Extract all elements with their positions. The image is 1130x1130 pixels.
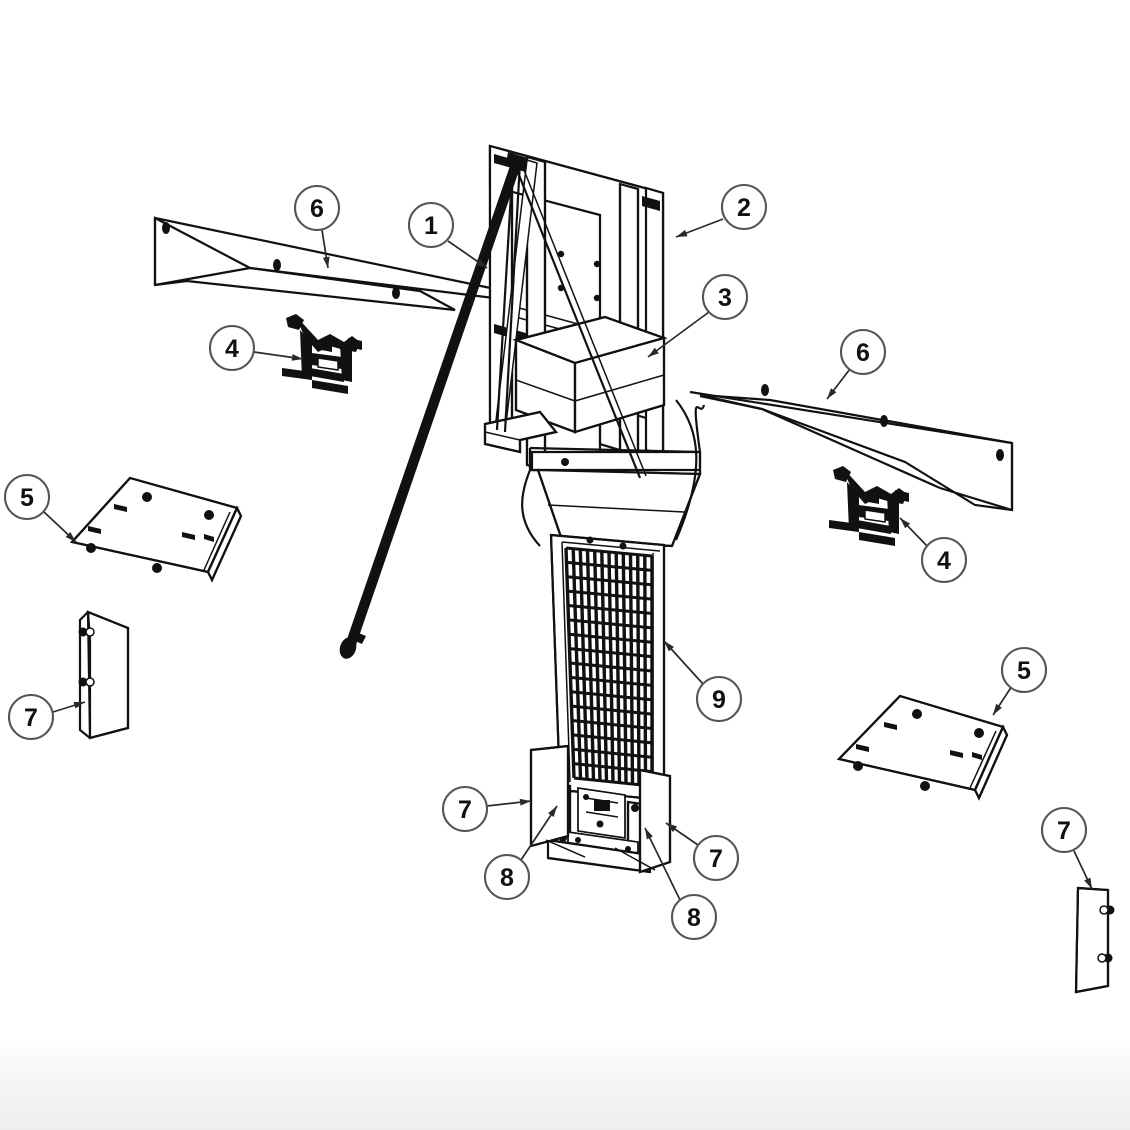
grille-horizontal-bar [565,546,653,558]
callout-number: 1 [424,212,438,240]
callout-bubble[interactable] [208,324,256,372]
callout-number: 7 [1057,817,1071,845]
callout-bubble[interactable] [7,693,55,741]
callout-number: 7 [709,845,723,873]
callout-arrowhead [676,229,688,237]
callout-number: 7 [458,796,472,824]
callout-arrowhead [648,347,659,357]
callout-bubble[interactable] [839,328,887,376]
callout-bubble[interactable] [407,201,455,249]
part-shield-lower-left [529,744,586,858]
callout-7-shield-lower-left[interactable]: 7 [441,785,532,833]
callout-number: 2 [737,194,751,222]
part-base-platform [483,399,706,548]
part-mounting-plate-right [836,694,1009,801]
grille-horizontal-bar [571,719,653,730]
callout-6-side-rail-right[interactable]: 6 [826,328,887,400]
callout-4-clamp-bracket-left[interactable]: 4 [208,324,304,372]
callout-6-side-rail-left[interactable]: 6 [293,184,341,269]
callout-arrowhead [666,823,677,832]
callout-2-rear-frame-panel[interactable]: 2 [675,183,768,238]
callout-bubble[interactable] [701,273,749,321]
callout-arrowhead [993,703,1002,715]
callout-bubble[interactable] [720,183,768,231]
callout-arrowhead [73,702,85,709]
grille-horizontal-bar [567,604,653,615]
callout-arrowhead [664,641,674,652]
callout-arrowhead [548,806,557,817]
callout-number: 6 [310,195,324,223]
callout-number: 7 [24,704,38,732]
callout-leader-line [644,827,681,901]
callout-arrowhead [322,256,330,268]
callout-8-fastener-left[interactable]: 8 [483,805,558,901]
grille-horizontal-bar [569,647,653,659]
callout-bubble[interactable] [920,536,968,584]
grille-horizontal-bar [568,618,653,630]
callout-arrowhead [645,828,653,840]
grille-horizontal-bar [568,632,653,644]
part-mesh-grille-panel [549,533,666,802]
callout-1-long-diagonal-rod[interactable]: 1 [407,201,488,269]
part-mounting-plate-left [69,476,243,583]
callout-arrowhead [900,518,911,529]
callout-arrowhead [519,798,531,806]
callout-7-side-shield-bottom-right[interactable]: 7 [1040,806,1093,890]
grille-horizontal-bar [570,675,653,687]
callout-arrowhead [291,354,303,361]
part-side-rail-right [689,384,1014,512]
callout-7-side-shield-left[interactable]: 7 [7,693,86,741]
grille-horizontal-bar [566,575,653,587]
callout-arrowhead [1084,877,1092,889]
callout-number: 9 [712,686,726,714]
grille-horizontal-bar [571,704,653,716]
part-clamp-bracket-left [282,314,362,394]
callout-bubble[interactable] [293,184,341,232]
callout-bubble[interactable] [1040,806,1088,854]
callouts-layer: 1 2 3 4 4 5 5 6 6 7 7 7 7 8 8 9 [3,183,1093,941]
part-shield-lower-right [614,768,672,874]
callout-number: 4 [225,335,239,363]
callout-number: 8 [500,864,514,892]
callout-bubble[interactable] [695,675,743,723]
grille-horizontal-bar [569,661,653,673]
callout-4-clamp-bracket-right[interactable]: 4 [899,517,968,584]
callout-number: 3 [718,284,732,312]
grille-horizontal-bar [570,690,653,702]
callout-bubble[interactable] [483,853,531,901]
callout-arrowhead [827,388,837,399]
callout-leader-line [647,311,710,358]
part-side-shield-left [78,610,130,740]
callout-bubble[interactable] [1000,646,1048,694]
callout-number: 5 [1017,657,1031,685]
callout-bubble[interactable] [670,893,718,941]
callout-7-shield-lower-right[interactable]: 7 [665,822,740,882]
callout-number: 6 [856,339,870,367]
grille-horizontal-bar [572,733,653,745]
callout-3-center-housing-box[interactable]: 3 [647,273,749,358]
callout-number: 4 [937,547,951,575]
callout-5-mounting-plate-left[interactable]: 5 [3,473,77,543]
part-long-diagonal-rod [339,152,528,659]
callout-bubble[interactable] [692,834,740,882]
grille-horizontal-bar [567,589,653,601]
callout-bubble[interactable] [441,785,489,833]
part-clamp-bracket-right [829,466,909,546]
callout-8-fastener-right[interactable]: 8 [644,827,718,941]
grille-horizontal-bar [566,560,653,572]
part-side-rail-left [153,216,511,312]
callout-arrowhead [476,258,487,268]
callout-9-mesh-grille-panel[interactable]: 9 [663,640,743,723]
callout-number: 5 [20,484,34,512]
grille-horizontal-bars [565,546,653,788]
part-center-housing-box [512,315,668,434]
callout-arrowhead [65,532,76,542]
part-side-shield-bottom-right [1074,886,1115,994]
callout-bubble[interactable] [3,473,51,521]
grille-horizontal-bar [572,747,653,759]
callout-number: 8 [687,904,701,932]
callout-5-mounting-plate-right[interactable]: 5 [992,646,1048,716]
part-diagonal-brace-secondary [495,159,647,479]
